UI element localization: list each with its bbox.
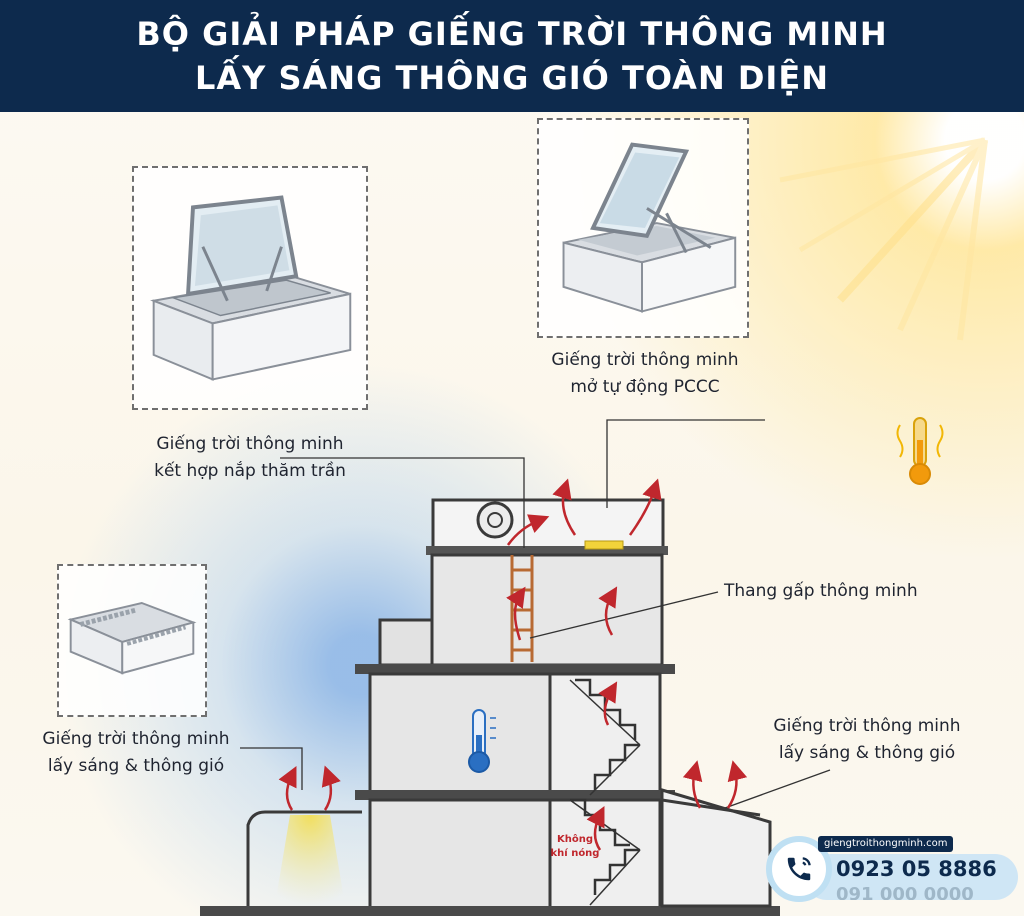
product-image-vent	[57, 564, 207, 717]
title-line-1: BỘ GIẢI PHÁP GIẾNG TRỜI THÔNG MINH	[136, 15, 888, 53]
roof-structure	[426, 498, 668, 555]
website-tag[interactable]: giengtroithongminh.com	[818, 836, 954, 852]
thermometer-hot-icon	[896, 417, 944, 485]
label-left-vent: Giếng trời thông minh lấy sáng & thông g…	[42, 729, 230, 776]
phone-number-secondary: 091 000 0000	[836, 884, 974, 900]
skylight-auto-illustration	[562, 142, 737, 313]
phone-icon[interactable]	[766, 836, 832, 902]
contact-pill	[804, 854, 1018, 900]
hot-air-label-1: Không	[557, 833, 593, 845]
light-cone-left	[275, 815, 345, 905]
skylight-hatch-illustration	[150, 195, 352, 381]
skylight-vent-illustration	[67, 602, 197, 675]
airflow-arrows	[278, 478, 748, 851]
label-auto-pccc: Giếng trời thông minh mở tự động PCCC	[551, 350, 739, 397]
phone-number[interactable]: 0923 05 8886	[836, 857, 997, 881]
product-image-ceiling-hatch	[132, 166, 368, 410]
contact-badge[interactable]: giengtroithongminh.com 0923 05 8886 091 …	[764, 832, 1020, 912]
hot-air-label-2: khí nóng	[551, 847, 600, 859]
product-image-auto-pccc	[537, 118, 749, 338]
title-line-2: LẤY SÁNG THÔNG GIÓ TOÀN DIỆN	[195, 59, 829, 97]
label-ceiling-hatch: Giếng trời thông minh kết hợp nắp thăm t…	[154, 434, 346, 481]
leader-lines	[240, 419, 831, 809]
label-right-vent: Giếng trời thông minh lấy sáng & thông g…	[773, 716, 961, 763]
thermometer-cold-icon	[468, 709, 496, 773]
sun-icon	[779, 137, 988, 341]
title-banner: BỘ GIẢI PHÁP GIẾNG TRỜI THÔNG MINH LẤY S…	[0, 0, 1024, 112]
label-folding-ladder: Thang gấp thông minh	[724, 581, 918, 601]
